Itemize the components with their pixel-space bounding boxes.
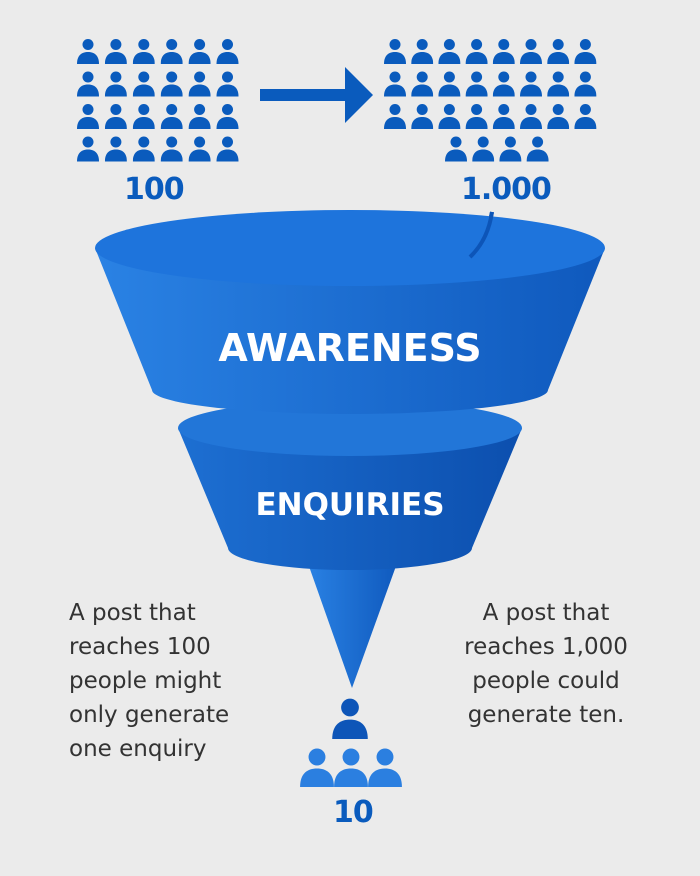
person-icon bbox=[188, 71, 211, 97]
person-icon bbox=[465, 39, 488, 64]
funnel-stage-enquiries-shape bbox=[178, 428, 522, 570]
person-icon bbox=[411, 104, 434, 129]
person-icon bbox=[104, 104, 127, 129]
arrow-right-icon bbox=[260, 67, 373, 123]
people-grid-100 bbox=[77, 39, 239, 162]
person-icon bbox=[188, 104, 211, 129]
person-icon bbox=[216, 39, 239, 64]
person-icon bbox=[104, 71, 127, 97]
person-icon bbox=[492, 104, 515, 129]
caption-line: generate ten. bbox=[467, 702, 625, 728]
caption-line: A post that bbox=[482, 600, 610, 626]
caption-line: A post that bbox=[69, 600, 196, 626]
person-icon bbox=[77, 136, 99, 162]
person-icon bbox=[492, 39, 515, 64]
stage-enquiries-label: ENQUIRIES bbox=[255, 487, 445, 523]
caption-line: people could bbox=[472, 668, 620, 694]
person-icon bbox=[77, 104, 99, 129]
people-group-10-icon bbox=[300, 698, 402, 787]
person-icon bbox=[384, 104, 406, 129]
person-icon bbox=[132, 104, 155, 129]
funnel-stage-awareness-top bbox=[95, 210, 605, 286]
person-icon bbox=[438, 71, 461, 97]
person-icon bbox=[160, 39, 183, 64]
person-icon bbox=[445, 136, 467, 162]
person-icon bbox=[384, 71, 406, 97]
person-icon bbox=[574, 39, 597, 64]
person-icon bbox=[574, 104, 597, 129]
person-icon bbox=[438, 39, 461, 64]
person-icon bbox=[77, 39, 99, 64]
caption-line: one enquiry bbox=[69, 736, 207, 762]
funnel-stage-awareness-shape bbox=[95, 248, 605, 414]
person-icon bbox=[520, 104, 542, 129]
person-icon bbox=[411, 71, 434, 97]
person-icon bbox=[104, 136, 127, 162]
person-icon bbox=[160, 71, 183, 97]
person-icon bbox=[188, 136, 211, 162]
person-icon bbox=[438, 104, 461, 129]
funnel-spout bbox=[305, 555, 400, 688]
person-icon bbox=[334, 748, 368, 787]
person-icon bbox=[492, 71, 515, 97]
person-icon bbox=[132, 39, 155, 64]
stage-awareness-label: AWARENESS bbox=[218, 326, 482, 370]
person-icon bbox=[384, 39, 406, 64]
person-icon bbox=[216, 71, 239, 97]
person-icon bbox=[465, 104, 488, 129]
caption-right: A post that reaches 1,000 people could g… bbox=[440, 596, 652, 732]
person-icon bbox=[526, 136, 549, 162]
caption-line: reaches 1,000 bbox=[464, 634, 628, 660]
caption-line: people might bbox=[69, 668, 222, 694]
people-grid-1000 bbox=[384, 39, 597, 162]
person-icon bbox=[160, 136, 183, 162]
person-icon bbox=[547, 39, 570, 64]
person-icon bbox=[160, 104, 183, 129]
person-icon bbox=[574, 71, 597, 97]
person-icon bbox=[77, 71, 99, 97]
person-icon bbox=[300, 748, 334, 787]
person-icon bbox=[132, 136, 155, 162]
person-icon bbox=[188, 39, 211, 64]
person-icon bbox=[132, 71, 155, 97]
person-icon bbox=[547, 104, 570, 129]
person-icon bbox=[499, 136, 522, 162]
count-10: 10 bbox=[333, 795, 374, 830]
count-100: 100 bbox=[124, 172, 185, 207]
person-icon bbox=[520, 39, 542, 64]
person-icon bbox=[216, 104, 239, 129]
person-icon bbox=[465, 71, 488, 97]
person-icon bbox=[216, 136, 239, 162]
caption-line: reaches 100 bbox=[69, 634, 211, 660]
person-icon bbox=[411, 39, 434, 64]
funnel-stage-enquiries-top bbox=[178, 400, 522, 456]
person-icon bbox=[547, 71, 570, 97]
person-icon bbox=[332, 698, 368, 739]
person-icon bbox=[104, 39, 127, 64]
person-icon bbox=[472, 136, 495, 162]
count-1000: 1.000 bbox=[461, 172, 552, 207]
caption-left: A post that reaches 100 people might onl… bbox=[69, 596, 229, 766]
connector-line-top bbox=[468, 211, 494, 259]
person-icon bbox=[520, 71, 542, 97]
person-icon bbox=[368, 748, 402, 787]
caption-line: only generate bbox=[69, 702, 230, 728]
